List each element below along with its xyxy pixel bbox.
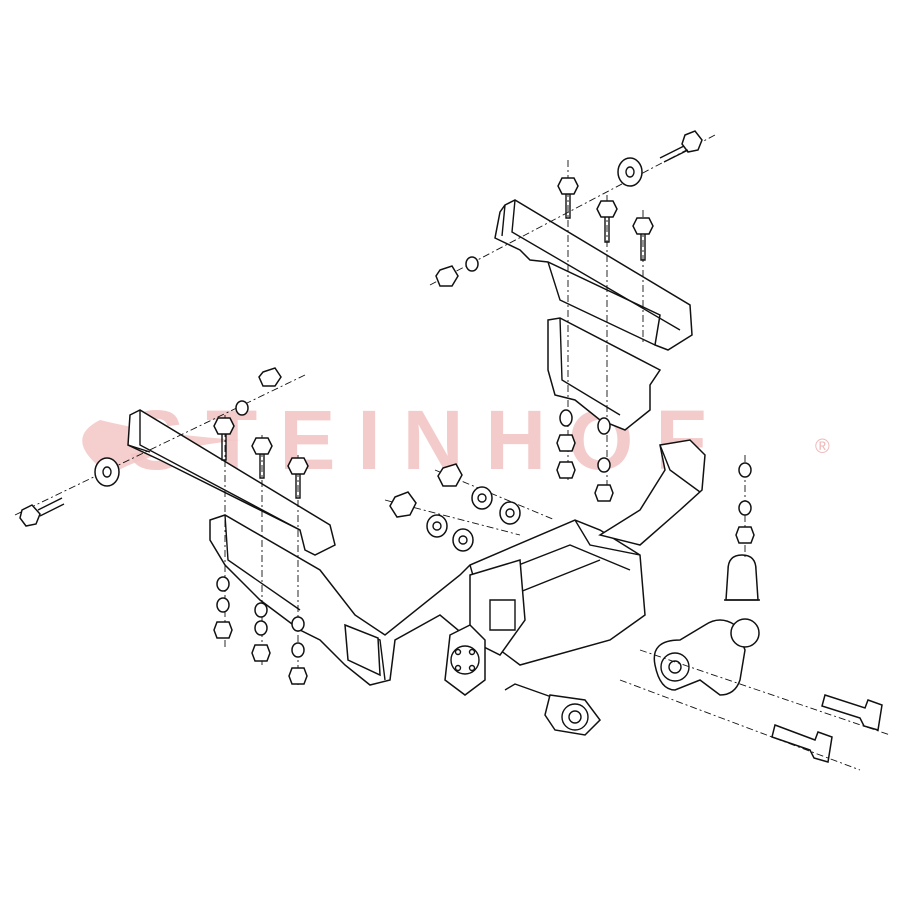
- left-side-bracket: [127, 409, 336, 556]
- electrical-socket: [504, 683, 601, 736]
- fasteners: [19, 130, 755, 685]
- tow-ball-assembly: [653, 554, 760, 696]
- hitch-receiver: [444, 559, 526, 696]
- right-mounting-plate: [547, 317, 662, 431]
- right-side-bracket: [494, 199, 693, 351]
- watermark-registered-mark: ®: [815, 436, 830, 458]
- main-crossbar: [209, 439, 706, 686]
- ball-bolts: [619, 649, 891, 771]
